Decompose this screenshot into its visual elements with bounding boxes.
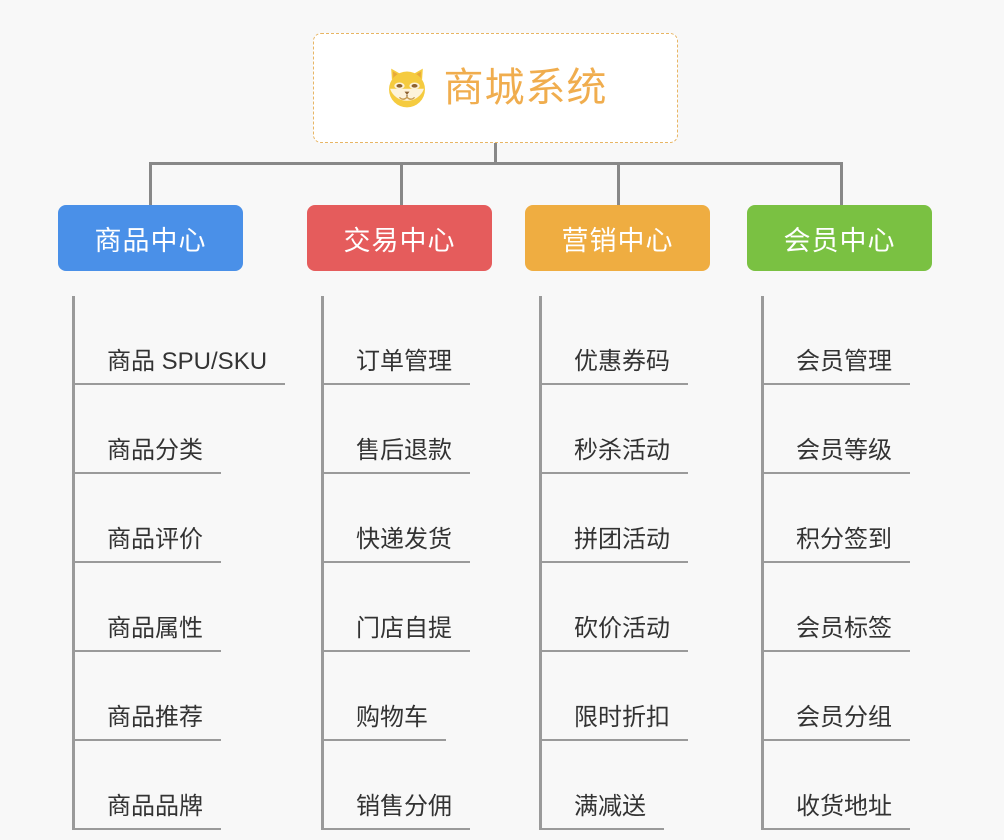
list-item-label: 销售分佣 — [324, 793, 470, 830]
list-item[interactable]: 会员等级 — [764, 385, 932, 474]
branch-transaction-center: 交易中心 订单管理 售后退款 快递发货 门店自提 购物车 销售分佣 — [307, 205, 492, 830]
list-item-label: 快递发货 — [324, 526, 470, 563]
branch-header-label: 商品中心 — [94, 225, 207, 256]
branch-product-center: 商品中心 商品 SPU/SKU 商品分类 商品评价 商品属性 商品推荐 商品品牌 — [58, 205, 286, 830]
list-item-label: 售后退款 — [324, 437, 470, 474]
list-item[interactable]: 会员标签 — [764, 563, 932, 652]
branch-items-transaction-center: 订单管理 售后退款 快递发货 门店自提 购物车 销售分佣 — [321, 296, 492, 830]
list-item[interactable]: 商品分类 — [75, 385, 285, 474]
list-item[interactable]: 商品属性 — [75, 563, 285, 652]
list-item-label: 订单管理 — [324, 348, 470, 385]
list-item-label: 商品 SPU/SKU — [75, 348, 286, 385]
branch-items-marketing-center: 优惠券码 秒杀活动 拼团活动 砍价活动 限时折扣 满减送 — [539, 296, 710, 830]
branch-trunk — [72, 296, 75, 830]
branch-trunk — [761, 296, 764, 830]
list-item[interactable]: 商品推荐 — [75, 652, 285, 741]
branch-header-product-center[interactable]: 商品中心 — [58, 205, 243, 271]
list-item[interactable]: 满减送 — [542, 741, 710, 830]
connector-drop-2 — [400, 162, 403, 207]
list-item-label: 商品分类 — [75, 437, 221, 474]
connector-root-stem — [494, 143, 497, 165]
branch-member-center: 会员中心 会员管理 会员等级 积分签到 会员标签 会员分组 收货地址 — [747, 205, 932, 830]
list-item-label: 优惠券码 — [542, 348, 688, 385]
list-item-label: 门店自提 — [324, 615, 470, 652]
list-item-label: 积分签到 — [764, 526, 910, 563]
branch-header-label: 营销中心 — [561, 225, 674, 256]
list-item[interactable]: 售后退款 — [324, 385, 492, 474]
list-item-label: 商品品牌 — [75, 793, 221, 830]
list-item-label: 会员管理 — [764, 348, 910, 385]
list-item-label: 商品评价 — [75, 526, 221, 563]
list-item[interactable]: 秒杀活动 — [542, 385, 710, 474]
list-item-label: 会员等级 — [764, 437, 910, 474]
list-item-label: 秒杀活动 — [542, 437, 688, 474]
list-item[interactable]: 会员管理 — [764, 296, 932, 385]
branch-header-label: 交易中心 — [343, 225, 456, 256]
branch-header-transaction-center[interactable]: 交易中心 — [307, 205, 492, 271]
connector-horizontal-bar — [149, 162, 843, 165]
list-item-label: 限时折扣 — [542, 704, 688, 741]
branch-items-product-center: 商品 SPU/SKU 商品分类 商品评价 商品属性 商品推荐 商品品牌 — [72, 296, 286, 830]
list-item[interactable]: 订单管理 — [324, 296, 492, 385]
list-item[interactable]: 收货地址 — [764, 741, 932, 830]
list-item-label: 满减送 — [542, 793, 664, 830]
list-item[interactable]: 快递发货 — [324, 474, 492, 563]
list-item[interactable]: 积分签到 — [764, 474, 932, 563]
list-item[interactable]: 商品品牌 — [75, 741, 285, 830]
list-item-label: 砍价活动 — [542, 615, 688, 652]
list-item[interactable]: 门店自提 — [324, 563, 492, 652]
list-item[interactable]: 销售分佣 — [324, 741, 492, 830]
branch-trunk — [321, 296, 324, 830]
list-item-label: 商品推荐 — [75, 704, 221, 741]
connector-drop-1 — [149, 162, 152, 207]
branch-items-member-center: 会员管理 会员等级 积分签到 会员标签 会员分组 收货地址 — [761, 296, 932, 830]
connector-drop-3 — [617, 162, 620, 207]
list-item[interactable]: 限时折扣 — [542, 652, 710, 741]
branch-header-member-center[interactable]: 会员中心 — [747, 205, 932, 271]
branch-header-label: 会员中心 — [783, 225, 896, 256]
root-node[interactable]: 商城系统 — [313, 33, 678, 143]
branch-trunk — [539, 296, 542, 830]
list-item[interactable]: 商品评价 — [75, 474, 285, 563]
list-item[interactable]: 砍价活动 — [542, 563, 710, 652]
list-item[interactable]: 优惠券码 — [542, 296, 710, 385]
connector-drop-4 — [840, 162, 843, 207]
list-item-label: 会员分组 — [764, 704, 910, 741]
branch-marketing-center: 营销中心 优惠券码 秒杀活动 拼团活动 砍价活动 限时折扣 满减送 — [525, 205, 710, 830]
root-label: 商城系统 — [443, 66, 608, 110]
list-item[interactable]: 拼团活动 — [542, 474, 710, 563]
list-item-label: 商品属性 — [75, 615, 221, 652]
list-item[interactable]: 会员分组 — [764, 652, 932, 741]
list-item[interactable]: 购物车 — [324, 652, 492, 741]
list-item-label: 收货地址 — [764, 793, 910, 830]
shiba-dog-face-icon — [388, 68, 425, 108]
list-item-label: 拼团活动 — [542, 526, 688, 563]
branch-header-marketing-center[interactable]: 营销中心 — [525, 205, 710, 271]
list-item-label: 购物车 — [324, 704, 446, 741]
list-item[interactable]: 商品 SPU/SKU — [75, 296, 286, 385]
list-item-label: 会员标签 — [764, 615, 910, 652]
